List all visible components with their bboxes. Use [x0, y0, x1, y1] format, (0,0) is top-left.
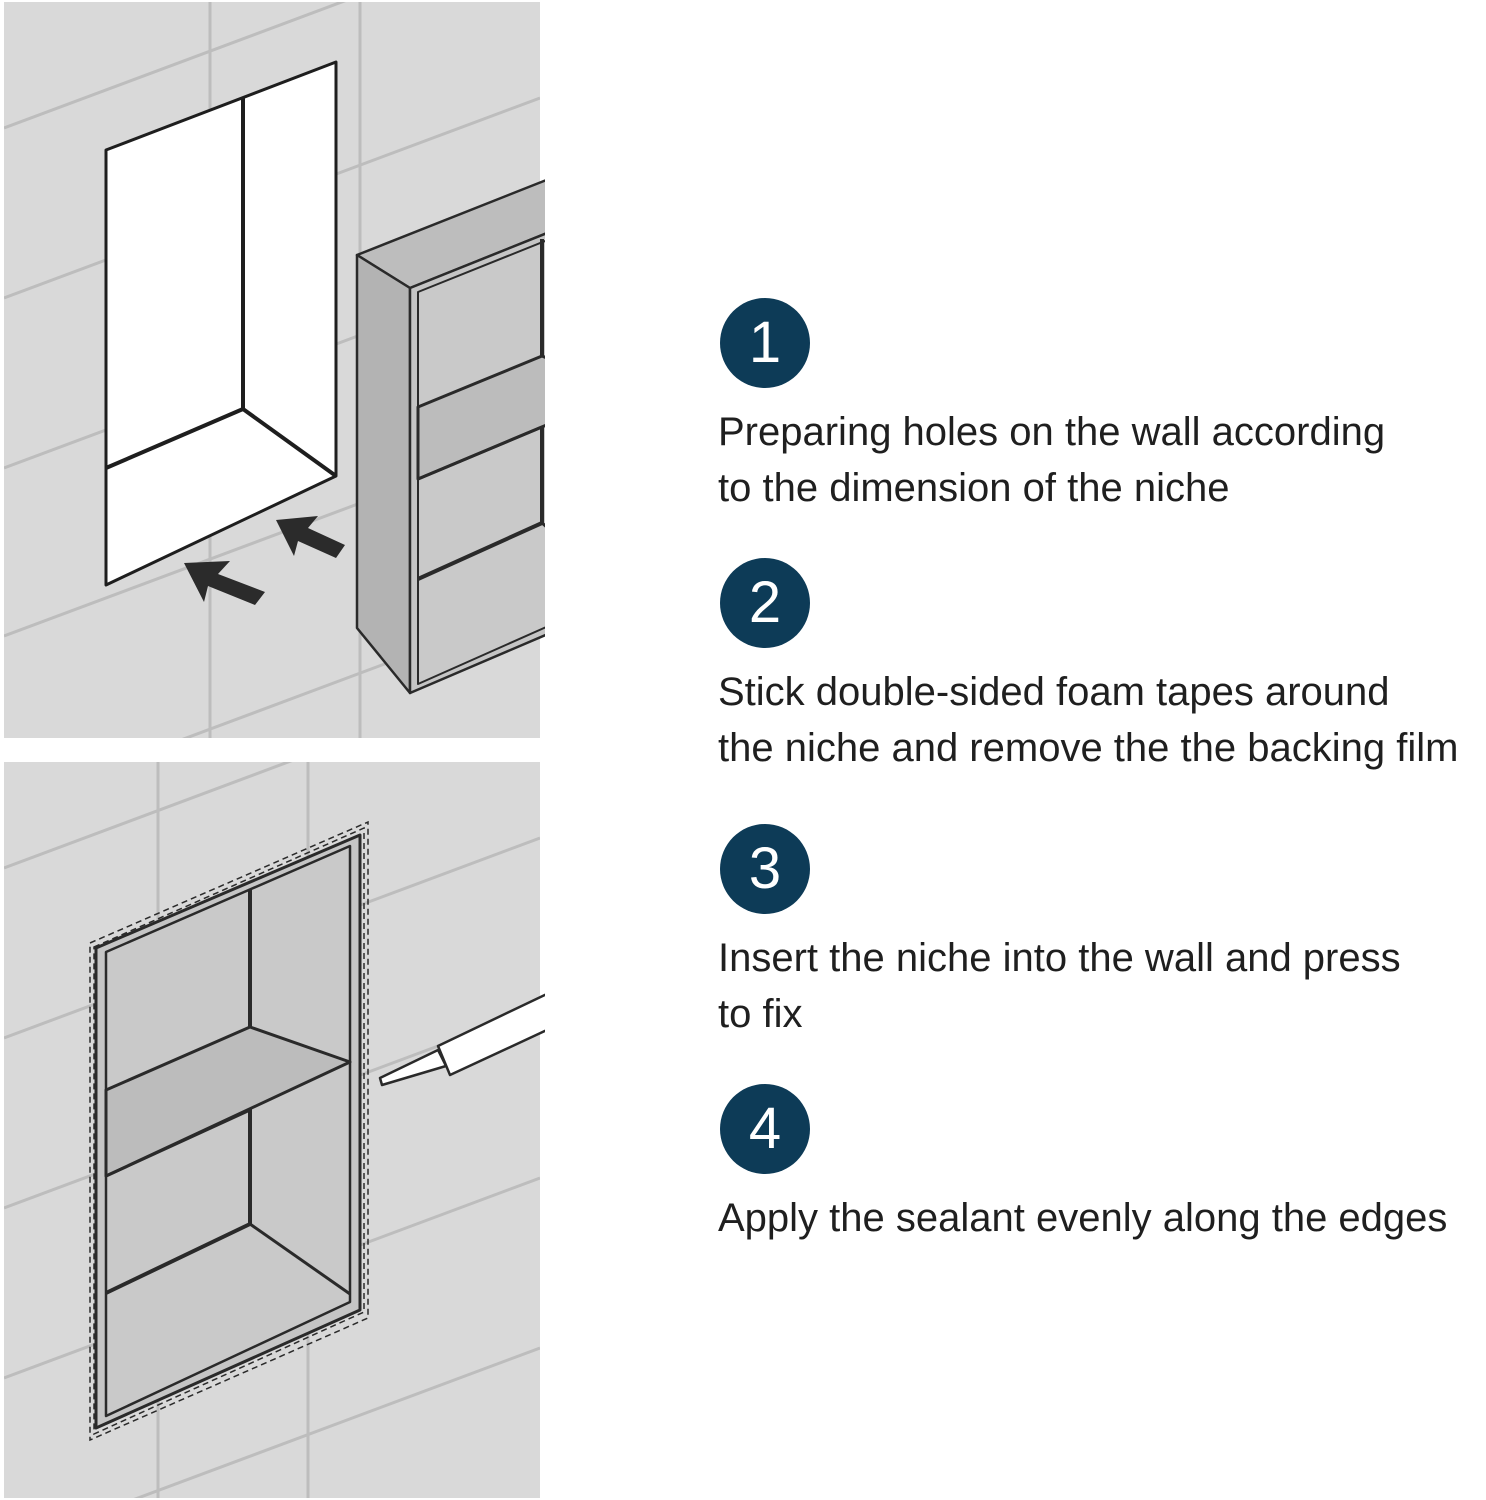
step-text-line: to fix	[718, 992, 803, 1036]
niche-box	[355, 179, 545, 695]
step-description: Apply the sealant evenly along the edges	[718, 1190, 1486, 1246]
arrow-icon	[184, 561, 265, 605]
step-text-line: the niche and remove the the backing fil…	[718, 726, 1459, 770]
step-2: 2 Stick double-sided foam tapes around t…	[718, 558, 1486, 776]
step-1: 1 Preparing holes on the wall according …	[718, 298, 1486, 516]
step-text-line: Stick double-sided foam tapes around	[718, 670, 1390, 714]
step-number-badge: 3	[720, 824, 810, 914]
arrow-icon	[276, 516, 345, 558]
wall-panel-bottom	[4, 762, 545, 1498]
step-description: Insert the niche into the wall and press…	[718, 930, 1486, 1042]
step-number-badge: 2	[720, 558, 810, 648]
step-number-badge: 4	[720, 1084, 810, 1174]
step-number-badge: 1	[720, 298, 810, 388]
step-3: 3 Insert the niche into the wall and pre…	[718, 824, 1486, 1042]
step-description: Stick double-sided foam tapes around the…	[718, 664, 1486, 776]
sealant-outline	[89, 820, 369, 1442]
step-text-line: Insert the niche into the wall and press	[718, 936, 1401, 980]
installed-niche	[94, 833, 362, 1430]
sealant-gun-icon	[378, 993, 545, 1087]
step-text-line: to the dimension of the niche	[718, 466, 1230, 510]
installation-illustration	[4, 2, 545, 1498]
wall-panel-top	[4, 2, 545, 738]
step-4: 4 Apply the sealant evenly along the edg…	[718, 1084, 1486, 1246]
wall-opening	[104, 60, 338, 587]
step-text-line: Preparing holes on the wall according	[718, 410, 1386, 454]
step-description: Preparing holes on the wall according to…	[718, 404, 1486, 516]
step-text-line: Apply the sealant evenly along the edges	[718, 1196, 1448, 1240]
